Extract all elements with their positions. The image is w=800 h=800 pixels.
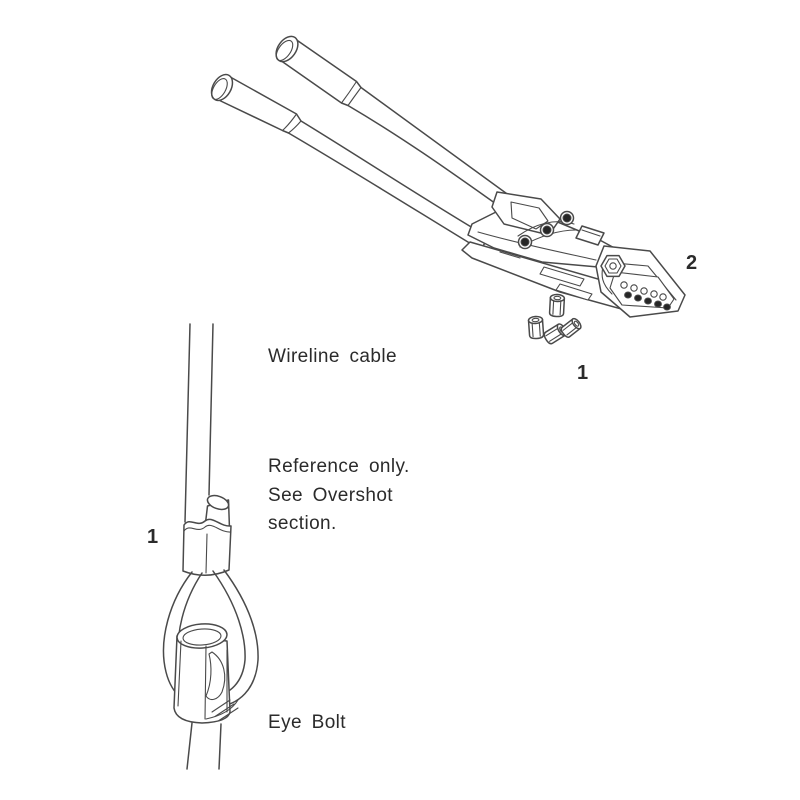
callout-2-tool: 2 [686,252,698,274]
hex-nut [600,254,626,278]
crimp-sleeve [182,518,232,576]
callout-1-cable-sleeve: 1 [147,526,159,548]
pivot-rivets [517,210,575,250]
callout-1-ferrules: 1 [577,362,589,384]
crimp-tool-drawing [210,35,686,318]
reference-note-line2: See Overshot [268,484,393,506]
reference-note-line3: section. [268,513,337,534]
wireline-cable-drawing [182,323,232,576]
wireline-cable-label: Wireline cable [268,346,397,367]
reference-note-line1: Reference only. [268,456,410,477]
crimp-dies [620,281,671,311]
ferrules-drawing [527,293,582,345]
eye-bolt-label: Eye Bolt [268,712,346,733]
reference-note: Reference only. See Overshot section. [268,453,410,539]
eye-bolt-drawing [162,569,259,770]
